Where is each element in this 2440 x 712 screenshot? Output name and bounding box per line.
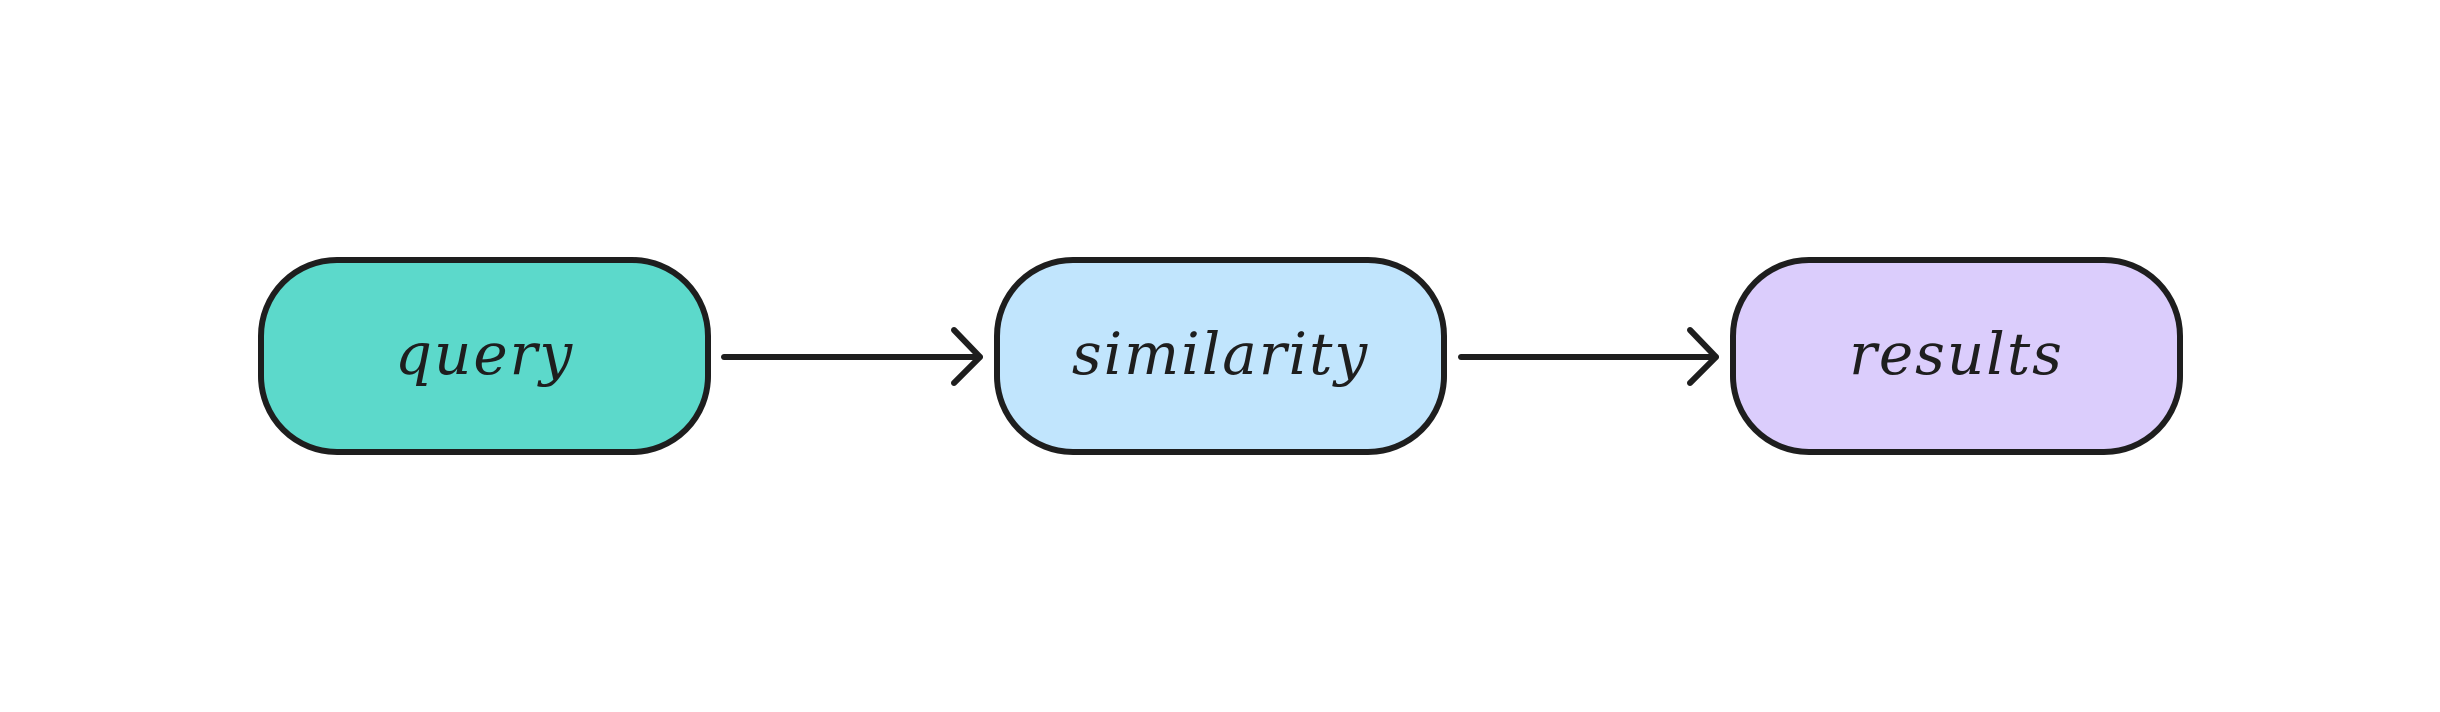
node-query-box [258,257,711,455]
node-similarity-label: similarity [1072,320,1369,388]
node-similarity-box [994,257,1447,455]
arrow-query-to-similarity [721,327,983,386]
node-similarity[interactable]: similarity [994,257,1447,455]
node-results[interactable]: results [1730,257,2183,455]
node-query-label: query [395,320,574,388]
node-query[interactable]: query [258,257,711,455]
node-results-box [1730,257,2183,455]
node-results-label: results [1849,320,2064,388]
arrow-similarity-to-results [1458,327,1719,386]
arrowhead-icon [1687,327,1719,386]
arrowhead-icon [951,327,983,386]
